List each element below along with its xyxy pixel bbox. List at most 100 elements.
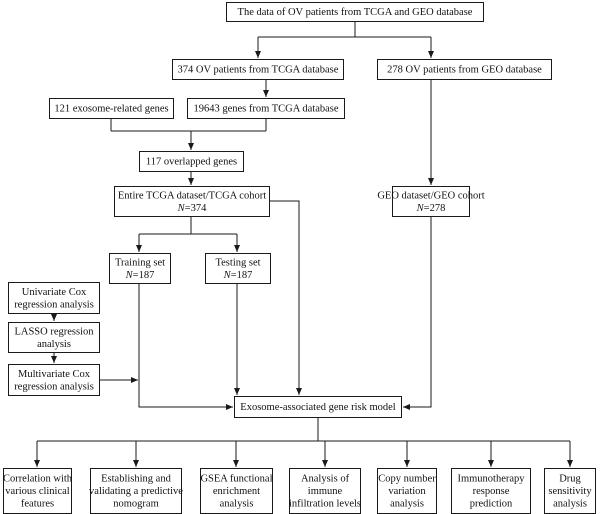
label-segment: analysis <box>553 498 587 509</box>
node-label: infiltration levels <box>289 498 361 509</box>
label-segment: variation <box>388 486 426 497</box>
node-label: N=278 <box>416 202 446 213</box>
label-segment: Entire TCGA dataset/TCGA cohort <box>118 190 266 201</box>
node-box <box>200 468 273 514</box>
node-label: Testing set <box>215 257 260 268</box>
label-segment: various clinical <box>5 486 70 497</box>
node-box <box>205 253 271 284</box>
label-segment: analysis <box>220 498 254 509</box>
label-segment: 121 exosome-related genes <box>54 103 168 114</box>
node-label: prediction <box>470 498 513 509</box>
label-segment: response <box>473 486 510 497</box>
node-box <box>139 151 244 172</box>
connectors <box>34 22 573 467</box>
node-label: nomogram <box>113 498 159 509</box>
arrow-connector <box>270 200 302 395</box>
label-segment: Univariate Cox <box>22 286 87 297</box>
node-label: regression analysis <box>14 381 94 392</box>
label-segment: immune <box>308 486 343 497</box>
label-segment: N <box>125 269 134 280</box>
node-label: Copy number <box>378 473 436 484</box>
node-label: Exosome-associated gene risk model <box>240 402 395 413</box>
node-box <box>90 468 182 514</box>
node-box <box>234 396 402 418</box>
label-segment: sensitivity <box>548 486 592 497</box>
node-box <box>377 468 437 514</box>
label-segment: =278 <box>424 202 446 213</box>
node-label: Drug <box>559 473 581 484</box>
node-label: sensitivity <box>548 486 592 497</box>
node-label: Entire TCGA dataset/TCGA cohort <box>118 190 266 201</box>
node-geo278: 278 OV patients from GEO database <box>377 59 552 80</box>
label-segment: analysis <box>37 338 71 349</box>
nodes: The data of OV patients from TCGA and GE… <box>3 2 596 514</box>
label-segment: Establishing and <box>101 473 171 484</box>
label-segment: Correlation with <box>3 473 73 484</box>
arrow-connector <box>403 217 432 410</box>
node-label: enrichment <box>213 486 260 497</box>
node-box <box>377 59 552 80</box>
node-box <box>187 98 345 119</box>
node-label: Analysis of <box>301 473 350 484</box>
node-genes19643: 19643 genes from TCGA database <box>187 98 345 119</box>
node-label: Training set <box>115 257 165 268</box>
label-segment: features <box>21 498 54 509</box>
node-box <box>8 364 100 396</box>
node-label: 374 OV patients from TCGA database <box>178 64 339 75</box>
label-segment: Training set <box>115 257 165 268</box>
node-overlap117: 117 overlapped genes <box>139 151 244 172</box>
node-label: features <box>21 498 54 509</box>
node-box <box>172 59 344 80</box>
node-label: 121 exosome-related genes <box>54 103 168 114</box>
node-box <box>8 322 100 353</box>
node-label: 117 overlapped genes <box>146 156 237 167</box>
node-box <box>226 2 484 22</box>
node-label: LASSO regression <box>14 326 94 337</box>
label-segment: 278 OV patients from GEO database <box>387 64 542 75</box>
node-label: analysis <box>37 338 71 349</box>
node-label: N=374 <box>177 202 207 213</box>
label-segment: N <box>177 202 186 213</box>
node-label: immune <box>308 486 343 497</box>
label-segment: prediction <box>470 498 513 509</box>
node-label: 19643 genes from TCGA database <box>193 103 338 114</box>
label-segment: 19643 genes from TCGA database <box>193 103 338 114</box>
node-label: various clinical <box>5 486 70 497</box>
label-segment: nomogram <box>113 498 159 509</box>
label-segment: analysis <box>390 498 424 509</box>
node-box <box>451 468 531 514</box>
node-label: Establishing and <box>101 473 171 484</box>
node-label: GEO dataset/GEO cohort <box>377 190 484 201</box>
label-segment: infiltration levels <box>289 498 361 509</box>
label-segment: =187 <box>231 269 253 280</box>
node-label: analysis <box>553 498 587 509</box>
label-segment: regression analysis <box>14 381 94 392</box>
label-segment: GEO dataset/GEO cohort <box>377 190 484 201</box>
node-label: GSEA functional <box>200 473 272 484</box>
node-label: analysis <box>220 498 254 509</box>
node-label: analysis <box>390 498 424 509</box>
node-exo121: 121 exosome-related genes <box>49 98 174 119</box>
node-label: N=187 <box>125 269 155 280</box>
node-label: response <box>473 486 510 497</box>
label-segment: =187 <box>133 269 155 280</box>
node-box <box>544 468 596 514</box>
label-segment: The data of OV patients from TCGA and GE… <box>238 7 473 18</box>
label-segment: Testing set <box>215 257 260 268</box>
label-segment: 374 OV patients from TCGA database <box>178 64 339 75</box>
label-segment: =374 <box>185 202 207 213</box>
label-segment: GSEA functional <box>200 473 272 484</box>
node-label: variation <box>388 486 426 497</box>
node-label: Correlation with <box>3 473 73 484</box>
node-tcga374: 374 OV patients from TCGA database <box>172 59 344 80</box>
